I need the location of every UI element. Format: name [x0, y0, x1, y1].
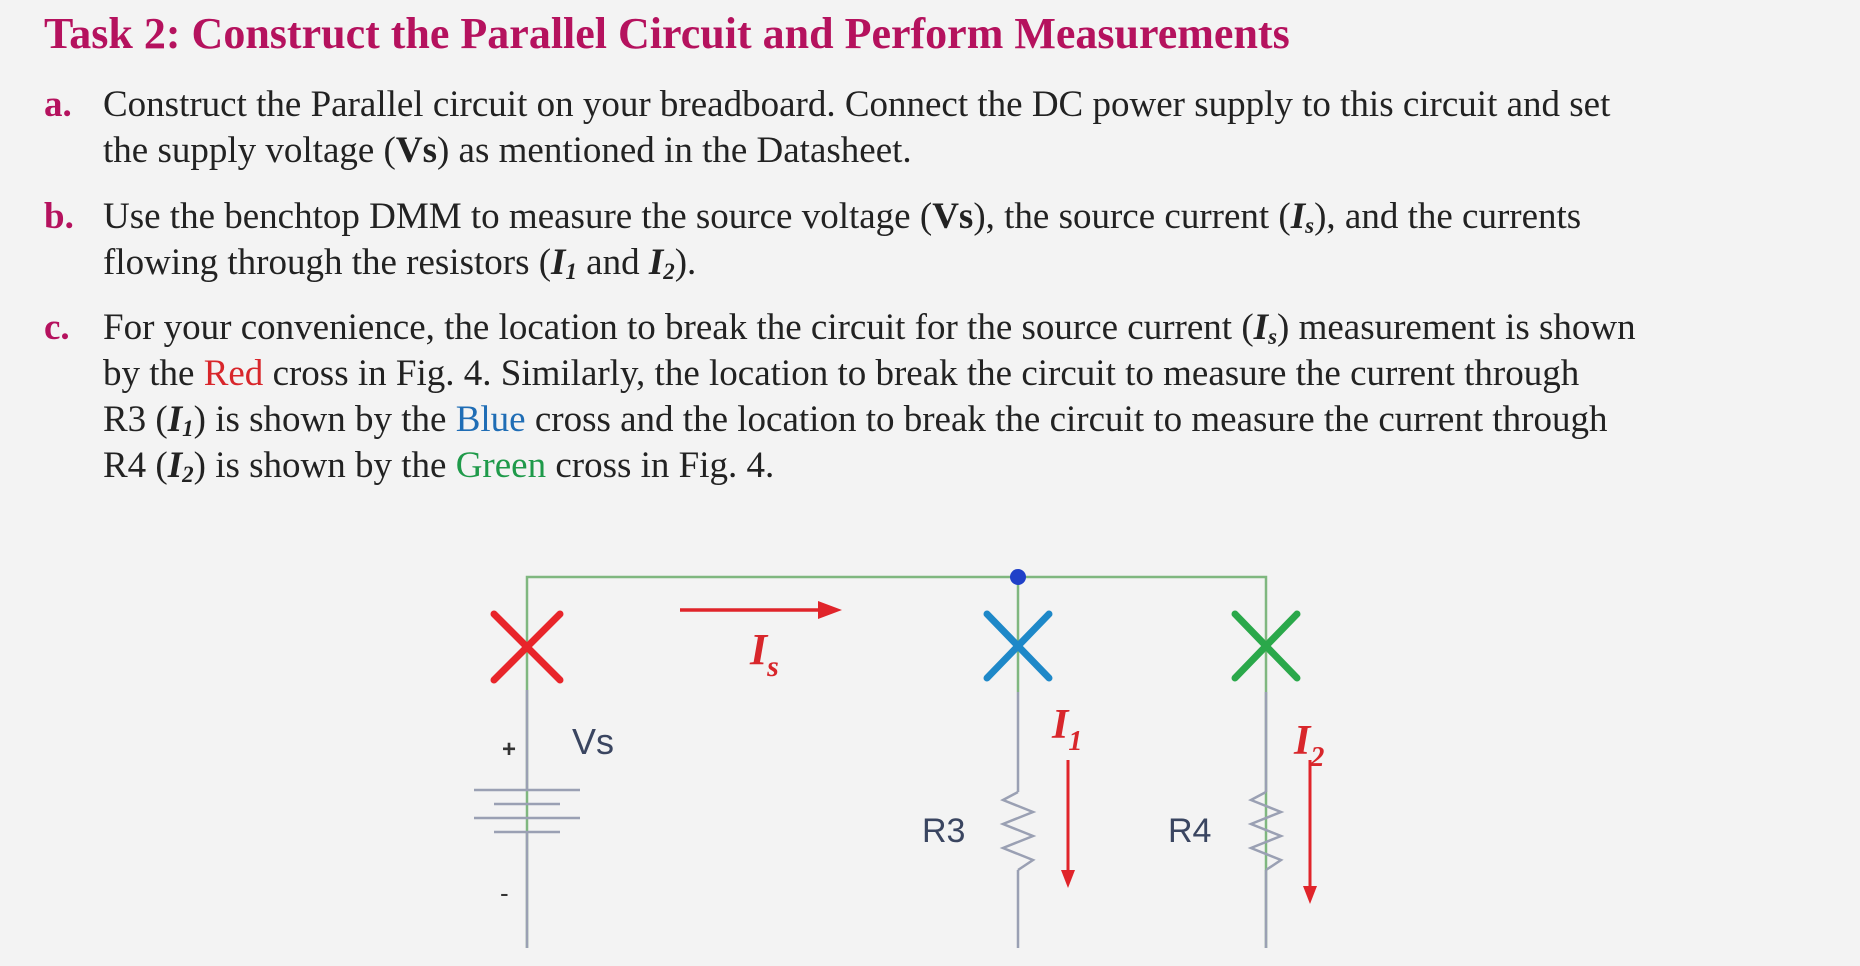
i2-arrow-icon	[1303, 760, 1317, 904]
r4-label: R4	[1168, 812, 1211, 850]
r3-resistor	[999, 790, 1037, 872]
step-c-text: For your convenience, the location to br…	[103, 305, 1744, 489]
circuit-diagram: + - Vs R3 R4 Is I1 I2	[474, 569, 1324, 948]
step-c-line-1: For your convenience, the location to br…	[103, 307, 1636, 350]
junction-node	[1010, 569, 1026, 585]
step-b-marker: b.	[44, 196, 74, 237]
blue-cross-icon	[983, 610, 1053, 682]
step-c-marker: c.	[44, 307, 70, 348]
vs-bold: Vs	[395, 130, 437, 171]
step-a-marker: a.	[44, 84, 72, 125]
red-cross-icon	[490, 610, 564, 684]
step-b-line-2: flowing through the resistors (I1 and I2…	[103, 242, 697, 285]
step-a-text: Construct the Parallel circuit on your b…	[103, 82, 1744, 174]
step-c-line-2: by the Red cross in Fig. 4. Similarly, t…	[103, 353, 1580, 394]
r3-label: R3	[922, 812, 965, 850]
minus-sign: -	[500, 878, 509, 908]
green-cross-icon	[1231, 610, 1301, 682]
plus-sign: +	[502, 736, 516, 763]
r4-resistor	[1247, 790, 1285, 872]
dc-source-symbol	[474, 788, 580, 948]
step-a-line-2: the supply voltage (Vs) as mentioned in …	[103, 130, 912, 171]
green-word: Green	[455, 445, 547, 486]
source-current-arrow-icon	[680, 601, 842, 619]
blue-word: Blue	[455, 399, 526, 440]
i1-arrow-icon	[1061, 760, 1075, 888]
step-b: b. Use the benchtop DMM to measure the s…	[44, 194, 1744, 286]
i1-label: I1	[1051, 702, 1082, 757]
vs-label: Vs	[572, 721, 614, 762]
i2-label: I2	[1293, 718, 1324, 773]
step-c: c. For your convenience, the location to…	[44, 305, 1744, 489]
page-title: Task 2: Construct the Parallel Circuit a…	[44, 9, 1290, 58]
top-wire	[525, 575, 1268, 948]
step-c-line-4: R4 (I2) is shown by the Green cross in F…	[103, 445, 775, 488]
red-word: Red	[203, 353, 264, 394]
step-b-line-1: Use the benchtop DMM to measure the sour…	[103, 196, 1582, 239]
step-a-line-1: Construct the Parallel circuit on your b…	[103, 84, 1611, 125]
step-a: a. Construct the Parallel circuit on you…	[44, 82, 1744, 174]
step-c-line-3: R3 (I1) is shown by the Blue cross and t…	[103, 399, 1608, 442]
step-b-text: Use the benchtop DMM to measure the sour…	[103, 194, 1744, 286]
is-label: Is	[749, 625, 779, 683]
